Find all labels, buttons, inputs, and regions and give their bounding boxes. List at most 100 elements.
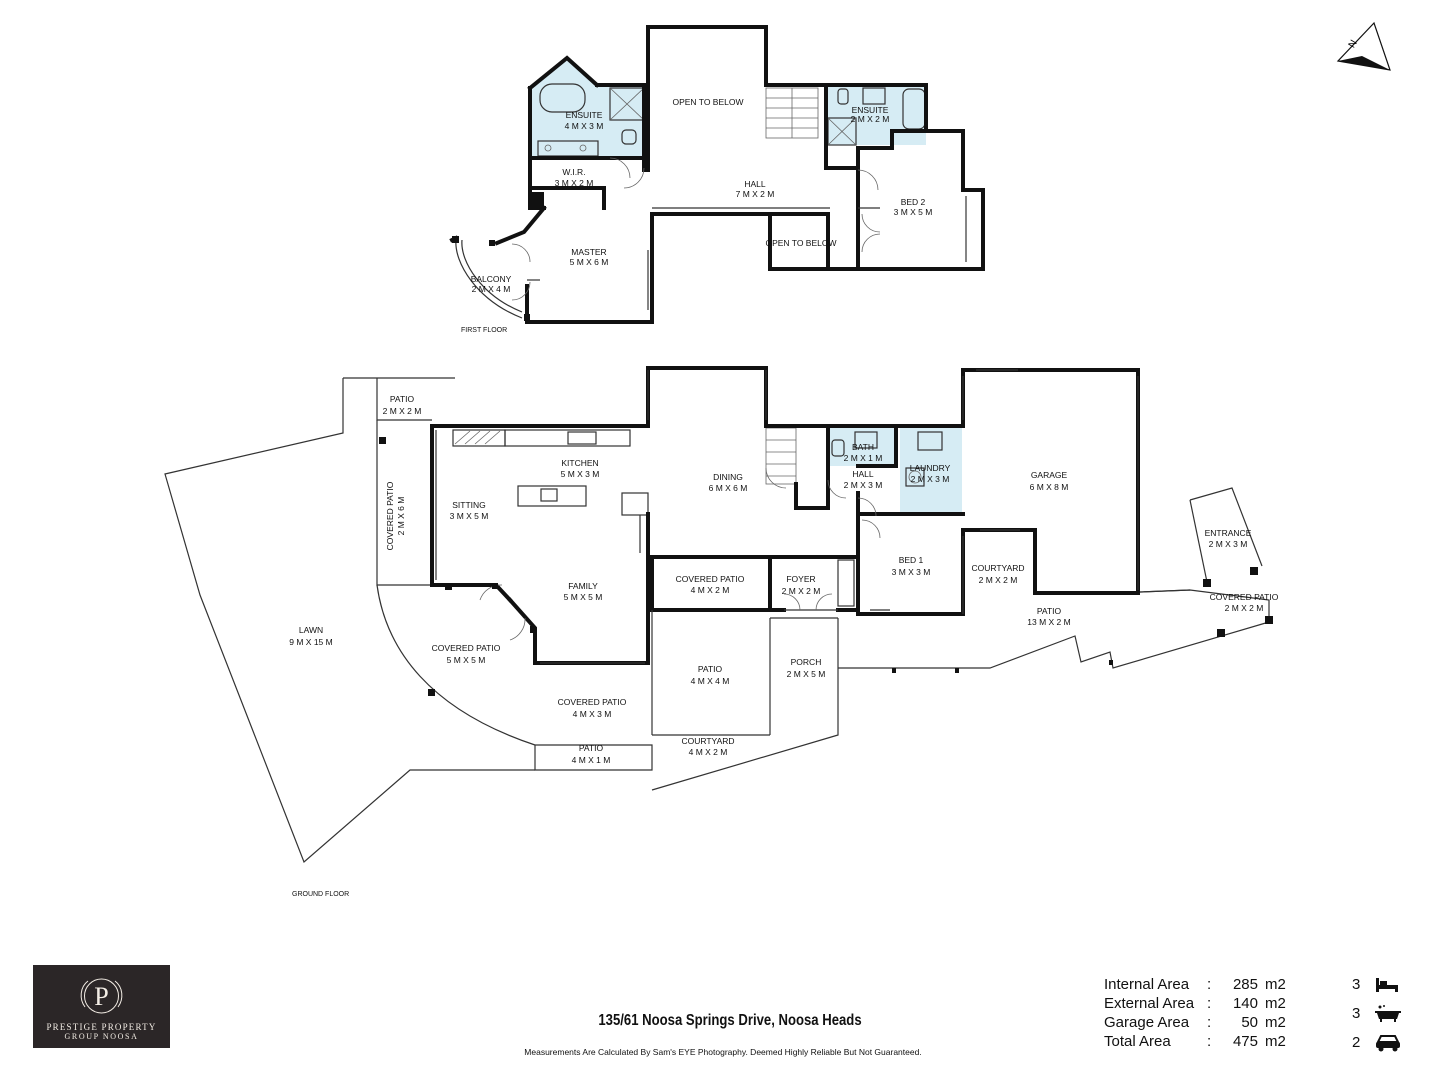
room-dimensions: 2 M X 2 M <box>782 586 821 596</box>
disclaimer: Measurements Are Calculated By Sam's EYE… <box>524 1047 922 1057</box>
laurel-logo-icon: P <box>80 978 123 1014</box>
room-dimensions: 4 M X 2 M <box>689 747 728 757</box>
room-label: BED 1 <box>899 555 924 565</box>
area-unit: m2 <box>1265 995 1286 1012</box>
room-dimensions: 4 M X 3 M <box>565 121 604 131</box>
room-label: DINING <box>713 472 743 482</box>
car-count: 2 <box>1352 1032 1412 1061</box>
room-dimensions: 6 M X 6 M <box>709 483 748 493</box>
room-dimensions: 9 M X 15 M <box>289 637 332 647</box>
compass-label: N <box>1347 38 1360 50</box>
room-dimensions: 2 M X 2 M <box>1225 603 1264 613</box>
area-separator: : <box>1207 995 1212 1012</box>
logo-line-1: PRESTIGE PROPERTY <box>46 1022 157 1032</box>
agency-logo: P PRESTIGE PROPERTY GROUP NOOSA <box>33 965 170 1048</box>
room-label: LAUNDRY <box>910 463 951 473</box>
room-label: COVERED PATIO <box>432 643 501 653</box>
room-label: PORCH <box>791 657 822 667</box>
room-label: PATIO <box>390 394 415 404</box>
area-value: 285 <box>1232 976 1258 993</box>
room-label: PATIO <box>1037 606 1062 616</box>
area-row: Internal Area : 285 m2 <box>1104 976 1294 995</box>
car-count-value: 2 <box>1352 1034 1361 1051</box>
area-separator: : <box>1207 976 1212 993</box>
area-unit: m2 <box>1265 1014 1286 1031</box>
bathroom-count-value: 3 <box>1352 1005 1361 1022</box>
room-dimensions: 4 M X 1 M <box>572 755 611 765</box>
first-floor-label: FIRST FLOOR <box>461 327 507 334</box>
area-row: External Area : 140 m2 <box>1104 995 1294 1014</box>
area-separator: : <box>1207 1014 1212 1031</box>
area-row: Garage Area : 50 m2 <box>1104 1014 1294 1033</box>
room-label: HALL <box>744 179 766 189</box>
floor-plan: N <box>164 21 1391 898</box>
room-label: COVERED PATIO <box>676 574 745 584</box>
room-dimensions: 5 M X 6 M <box>570 257 609 267</box>
area-row: Total Area : 475 m2 <box>1104 1033 1294 1052</box>
room-dimensions: 2 M X 5 M <box>787 669 826 679</box>
room-label: HALL <box>852 469 874 479</box>
logo-line-2: GROUP NOOSA <box>64 1032 139 1041</box>
area-value: 50 <box>1241 1014 1258 1031</box>
area-unit: m2 <box>1265 976 1286 993</box>
room-dimensions: 5 M X 3 M <box>561 469 600 479</box>
room-dimensions: 4 M X 2 M <box>691 585 730 595</box>
ground-floor-plan: PATIO 2 M X 2 M KITCHEN 5 M X 3 M SITTIN… <box>164 366 1279 898</box>
bedroom-count: 3 <box>1352 974 1412 1003</box>
room-label: KITCHEN <box>561 458 598 468</box>
room-dimensions: 4 M X 4 M <box>691 676 730 686</box>
room-label: COVERED PATIO <box>385 481 395 550</box>
room-label: ENTRANCE <box>1205 528 1252 538</box>
bedroom-count-value: 3 <box>1352 976 1361 993</box>
car-icon <box>1376 1035 1400 1052</box>
room-label: SITTING <box>452 500 486 510</box>
room-dimensions: 2 M X 4 M <box>472 284 511 294</box>
room-label: GARAGE <box>1031 470 1068 480</box>
area-separator: : <box>1207 1033 1212 1050</box>
room-dimensions: 6 M X 8 M <box>1030 482 1069 492</box>
area-unit: m2 <box>1265 1033 1286 1050</box>
compass-icon: N <box>1336 21 1391 71</box>
area-label: Total Area <box>1104 1033 1171 1050</box>
room-label: MASTER <box>571 247 606 257</box>
bathroom-count: 3 <box>1352 1003 1412 1032</box>
room-dimensions: 3 M X 2 M <box>555 178 594 188</box>
room-dimensions: 3 M X 5 M <box>894 207 933 217</box>
ground-floor-label: GROUND FLOOR <box>292 891 349 898</box>
room-label: OPEN TO BELOW <box>672 97 743 107</box>
room-label: LAWN <box>299 625 323 635</box>
room-dimensions: 3 M X 5 M <box>450 511 489 521</box>
room-label: COURTYARD <box>681 736 734 746</box>
first-floor-plan: ENSUITE 4 M X 3 M W.I.R. 3 M X 2 M OPEN … <box>449 25 985 334</box>
room-label: COVERED PATIO <box>558 697 627 707</box>
room-label: BALCONY <box>471 274 512 284</box>
room-label: PATIO <box>579 743 604 753</box>
room-dimensions: 2 M X 1 M <box>844 453 883 463</box>
room-label: FAMILY <box>568 581 598 591</box>
room-label: COURTYARD <box>971 563 1024 573</box>
room-label: ENSUITE <box>566 110 603 120</box>
feature-counts: 3 3 2 <box>1352 974 1412 1061</box>
room-label: BED 2 <box>901 197 926 207</box>
room-dimensions: 13 M X 2 M <box>1027 617 1070 627</box>
property-address: 135/61 Noosa Springs Drive, Noosa Heads <box>598 1012 862 1029</box>
room-label: FOYER <box>786 574 815 584</box>
room-label: BATH <box>852 442 874 452</box>
area-label: Garage Area <box>1104 1014 1190 1031</box>
area-label: External Area <box>1104 995 1195 1012</box>
room-dimensions: 2 M X 3 M <box>911 474 950 484</box>
room-label: OPEN TO BELOW <box>765 238 836 248</box>
room-dimensions: 2 M X 3 M <box>1209 539 1248 549</box>
room-dimensions: 5 M X 5 M <box>564 592 603 602</box>
area-value: 475 <box>1232 1033 1258 1050</box>
logo-monogram: P <box>94 982 108 1011</box>
room-label: COVERED PATIO <box>1210 592 1279 602</box>
room-dimensions: 2 M X 3 M <box>844 480 883 490</box>
room-dimensions: 2 M X 2 M <box>851 114 890 124</box>
room-dimensions: 5 M X 5 M <box>447 655 486 665</box>
bed-icon <box>1376 978 1398 992</box>
room-label: ENSUITE <box>852 105 889 115</box>
area-summary: Internal Area : 285 m2 External Area : 1… <box>1104 976 1294 1052</box>
room-dimensions: 3 M X 3 M <box>892 567 931 577</box>
area-value: 140 <box>1232 995 1258 1012</box>
